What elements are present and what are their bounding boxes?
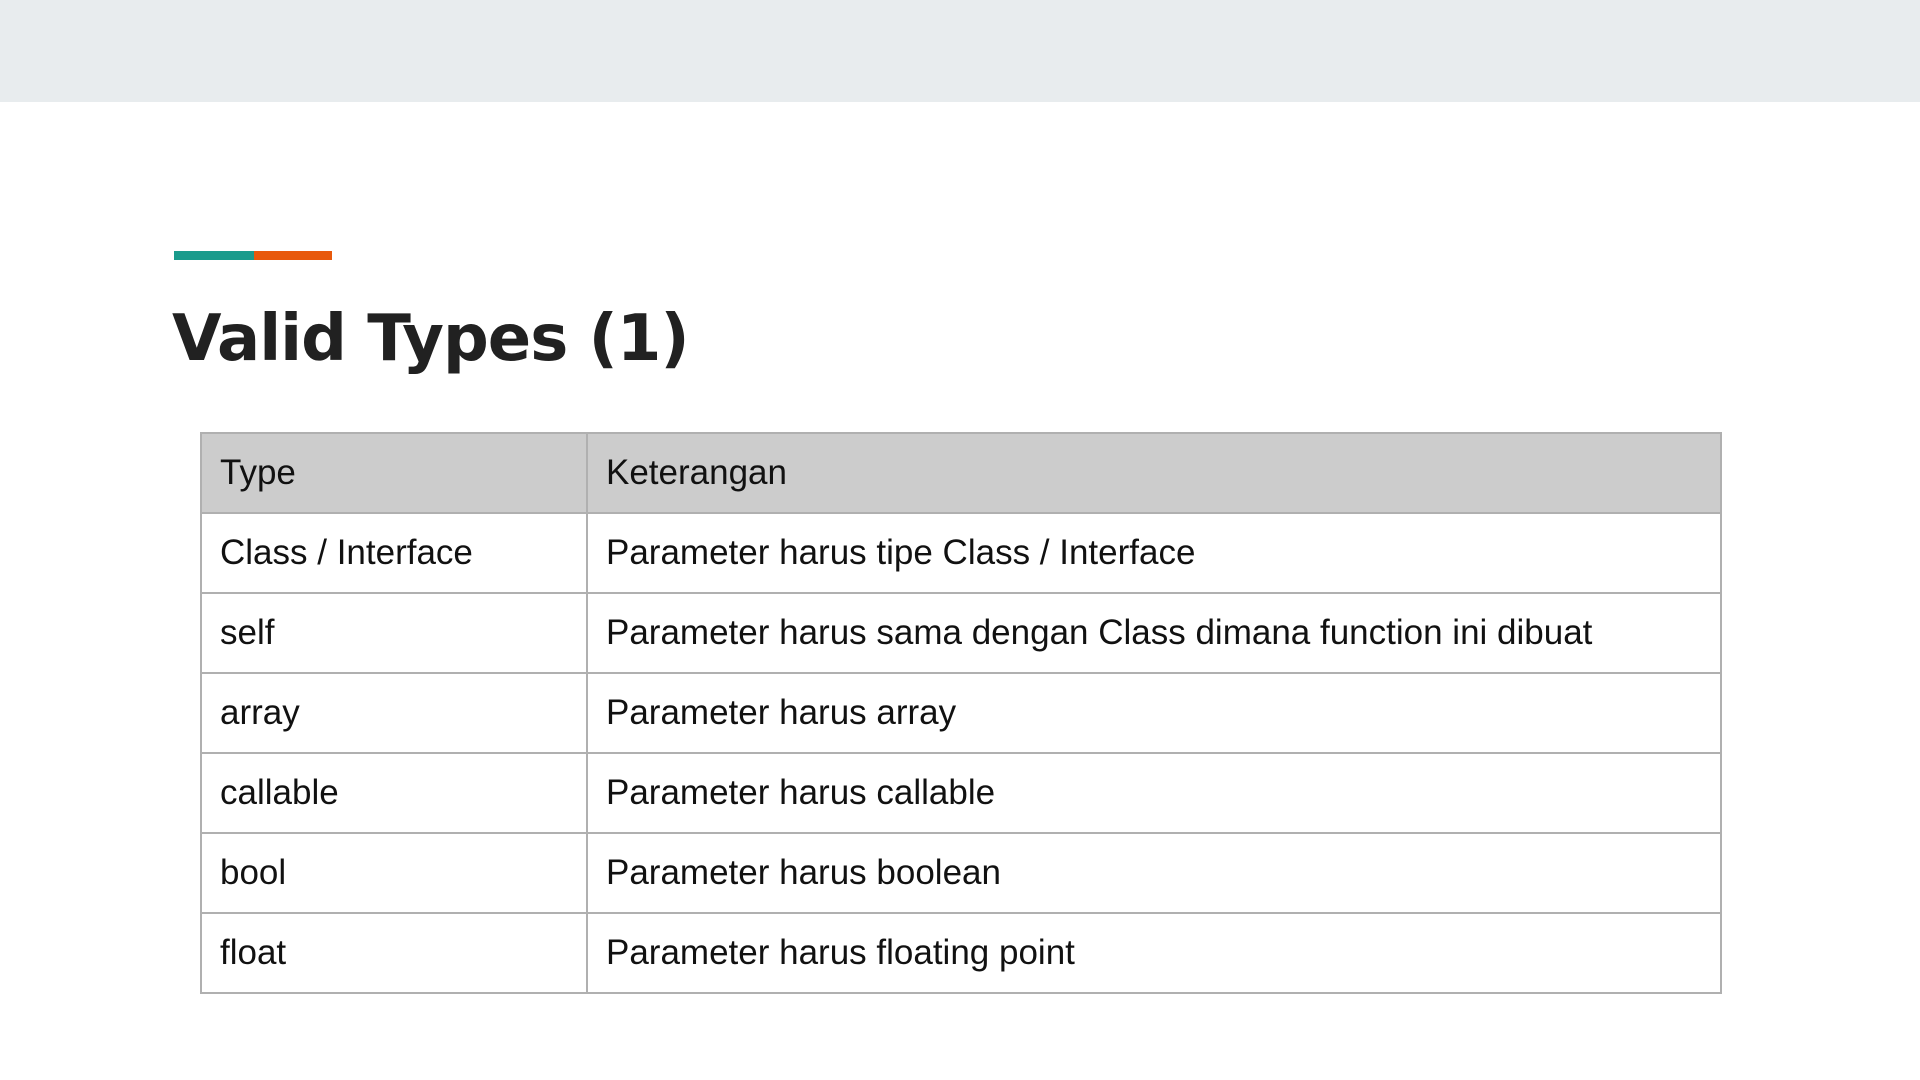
description-cell: Parameter harus tipe Class / Interface <box>586 512 1722 594</box>
slide-title: Valid Types (1) <box>172 302 690 376</box>
title-accent-bar <box>174 251 332 260</box>
header-band <box>0 0 1920 102</box>
table-row: array Parameter harus array <box>200 672 1722 754</box>
table-row: self Parameter harus sama dengan Class d… <box>200 592 1722 674</box>
header-keterangan: Keterangan <box>586 432 1722 514</box>
description-cell: Parameter harus sama dengan Class dimana… <box>586 592 1722 674</box>
type-cell: self <box>200 592 588 674</box>
description-cell: Parameter harus boolean <box>586 832 1722 914</box>
description-cell: Parameter harus array <box>586 672 1722 754</box>
type-cell: float <box>200 912 588 994</box>
header-type: Type <box>200 432 588 514</box>
type-cell: array <box>200 672 588 754</box>
type-cell: Class / Interface <box>200 512 588 594</box>
table-row: bool Parameter harus boolean <box>200 832 1722 914</box>
table-row: callable Parameter harus callable <box>200 752 1722 834</box>
accent-teal-segment <box>174 251 254 260</box>
table-row: Class / Interface Parameter harus tipe C… <box>200 512 1722 594</box>
description-cell: Parameter harus callable <box>586 752 1722 834</box>
description-cell: Parameter harus floating point <box>586 912 1722 994</box>
valid-types-table: Type Keterangan Class / Interface Parame… <box>200 432 1722 994</box>
type-cell: bool <box>200 832 588 914</box>
accent-orange-segment <box>254 251 332 260</box>
table-row: float Parameter harus floating point <box>200 912 1722 994</box>
type-cell: callable <box>200 752 588 834</box>
table-header-row: Type Keterangan <box>200 432 1722 514</box>
